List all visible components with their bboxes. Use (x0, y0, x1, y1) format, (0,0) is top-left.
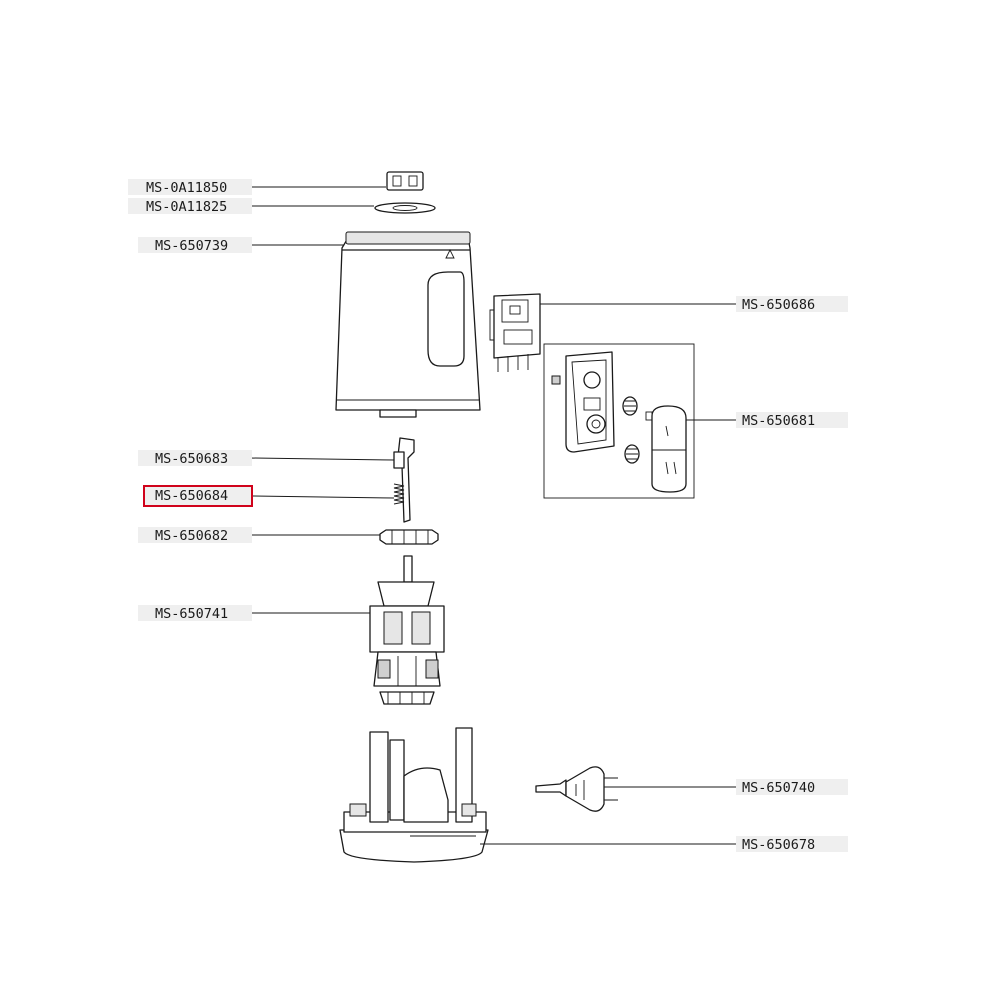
leader-MS-650684 (251, 495, 395, 499)
part-drawing-top-coupling (386, 171, 424, 191)
svg-text:MS-0A11850: MS-0A11850 (146, 180, 227, 196)
part-drawing-base (339, 727, 489, 863)
label-MS-650740[interactable]: MS-650740 (736, 779, 848, 796)
label-MS-650683[interactable]: MS-650683 (138, 450, 252, 467)
svg-text:MS-650678: MS-650678 (742, 837, 815, 853)
svg-text:MS-650682: MS-650682 (155, 528, 228, 544)
part-drawing-spring-small (622, 396, 640, 464)
part-drawing-switch-board (489, 293, 541, 372)
svg-text:MS-650739: MS-650739 (155, 238, 228, 254)
label-MS-650739[interactable]: MS-650739 (138, 237, 252, 254)
label-MS-0A11850[interactable]: MS-0A11850 (128, 179, 252, 196)
label-MS-0A11825[interactable]: MS-0A11825 (128, 198, 252, 215)
svg-text:MS-0A11825: MS-0A11825 (146, 199, 227, 215)
part-drawing-motor (369, 555, 445, 705)
part-drawing-control-panel (543, 343, 695, 499)
label-MS-650686[interactable]: MS-650686 (736, 296, 848, 313)
svg-text:MS-650686: MS-650686 (742, 297, 815, 313)
part-drawing-housing (335, 231, 481, 418)
svg-text:MS-650740: MS-650740 (742, 780, 815, 796)
part-drawing-latch-lever (393, 437, 415, 523)
svg-text:MS-650683: MS-650683 (155, 451, 228, 467)
svg-text:MS-650684: MS-650684 (155, 488, 228, 504)
svg-text:MS-650681: MS-650681 (742, 413, 815, 429)
label-MS-650681[interactable]: MS-650681 (736, 412, 848, 429)
part-drawing-spring (393, 483, 405, 505)
label-MS-650741[interactable]: MS-650741 (138, 605, 252, 622)
label-MS-650684-highlighted[interactable]: MS-650684 (143, 485, 253, 507)
part-drawing-power-plug (535, 766, 618, 812)
highlight-box (143, 485, 253, 507)
part-drawing-coupler (379, 529, 439, 545)
label-MS-650678[interactable]: MS-650678 (736, 836, 848, 853)
part-labels: MS-0A11850 MS-0A11825 MS-650739 MS-65068… (128, 179, 848, 853)
part-drawing-seal-ring (374, 202, 436, 214)
leader-lines (249, 186, 738, 845)
svg-text:MS-650741: MS-650741 (155, 606, 228, 622)
label-MS-650682[interactable]: MS-650682 (138, 527, 252, 544)
leader-MS-650683 (249, 457, 395, 461)
